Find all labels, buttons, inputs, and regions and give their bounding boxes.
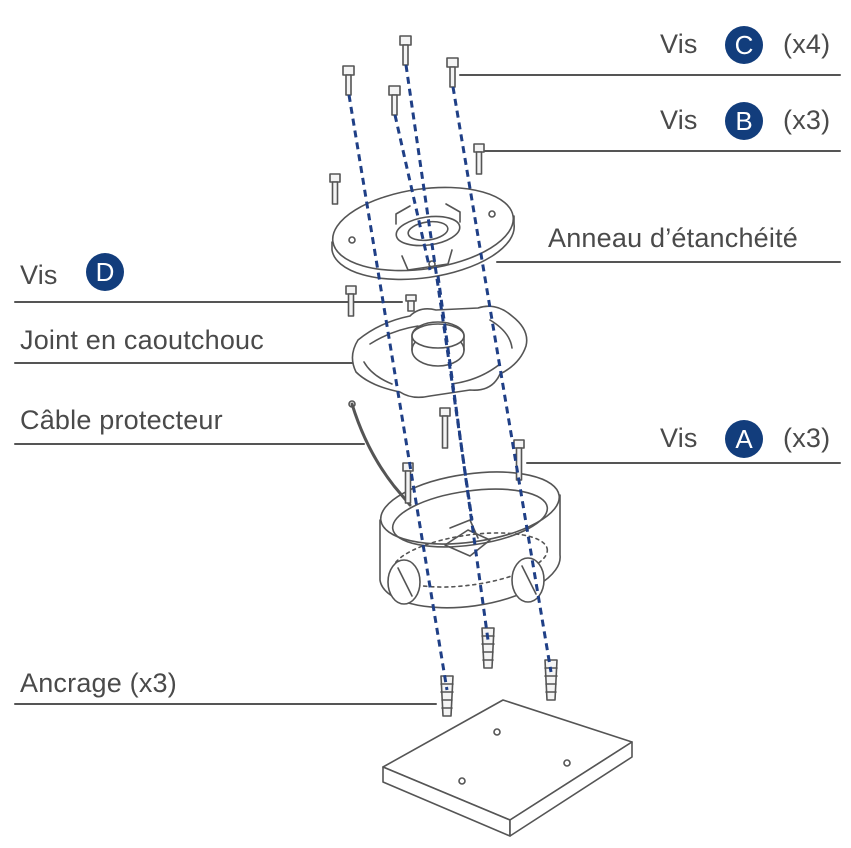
anchor bbox=[544, 659, 558, 701]
rubber-gasket bbox=[351, 305, 528, 399]
label-vis-a-word: Vis bbox=[660, 423, 698, 453]
cable-gland bbox=[511, 557, 545, 603]
screw-c bbox=[342, 65, 355, 96]
anchor bbox=[440, 675, 454, 717]
anchor-hole bbox=[563, 759, 571, 767]
alignment-guide bbox=[347, 94, 449, 691]
label-vis-c-word: Vis bbox=[660, 29, 698, 59]
screw-c bbox=[446, 57, 459, 88]
cable-gland bbox=[387, 559, 421, 605]
label-vis-a-qty: (x3) bbox=[783, 423, 831, 453]
screw-a bbox=[402, 462, 414, 504]
label-anchor: Ancrage (x3) bbox=[20, 668, 177, 698]
protective-cable bbox=[350, 402, 412, 507]
screws-c bbox=[342, 35, 459, 116]
screw-b bbox=[473, 143, 485, 175]
label-vis-b-word: Vis bbox=[660, 105, 698, 135]
base-plate bbox=[382, 699, 633, 837]
junction-box bbox=[379, 471, 561, 609]
screw-a bbox=[439, 407, 451, 449]
alignment-guide bbox=[436, 275, 490, 641]
screw-b bbox=[345, 285, 357, 317]
label-vis-c-qty: (x4) bbox=[783, 29, 831, 59]
sealing-ring bbox=[331, 186, 515, 281]
screws-b bbox=[329, 143, 485, 317]
label-vis-d-word: Vis bbox=[20, 260, 58, 290]
screw-c bbox=[388, 85, 401, 116]
alignment-guide bbox=[393, 114, 432, 271]
badge-a: A bbox=[725, 420, 763, 458]
badge-d: D bbox=[86, 253, 124, 291]
badge-c: C bbox=[725, 26, 763, 64]
protective-cable-end bbox=[348, 400, 356, 408]
label-vis-b-qty: (x3) bbox=[783, 105, 831, 135]
anchor-hole bbox=[458, 777, 466, 785]
anchor-hole bbox=[493, 728, 501, 736]
screw-b bbox=[329, 173, 341, 205]
label-protective-cable: Câble protecteur bbox=[20, 405, 223, 435]
label-rubber-gasket: Joint en caoutchouc bbox=[20, 325, 264, 355]
label-seal-ring: Anneau d’étanchéité bbox=[548, 223, 799, 253]
badge-b: B bbox=[725, 102, 763, 140]
leader-lines bbox=[14, 74, 841, 705]
alignment-guides bbox=[347, 64, 553, 691]
screw-d bbox=[405, 294, 417, 312]
screw-c bbox=[399, 35, 412, 66]
alignment-guide bbox=[451, 86, 553, 673]
